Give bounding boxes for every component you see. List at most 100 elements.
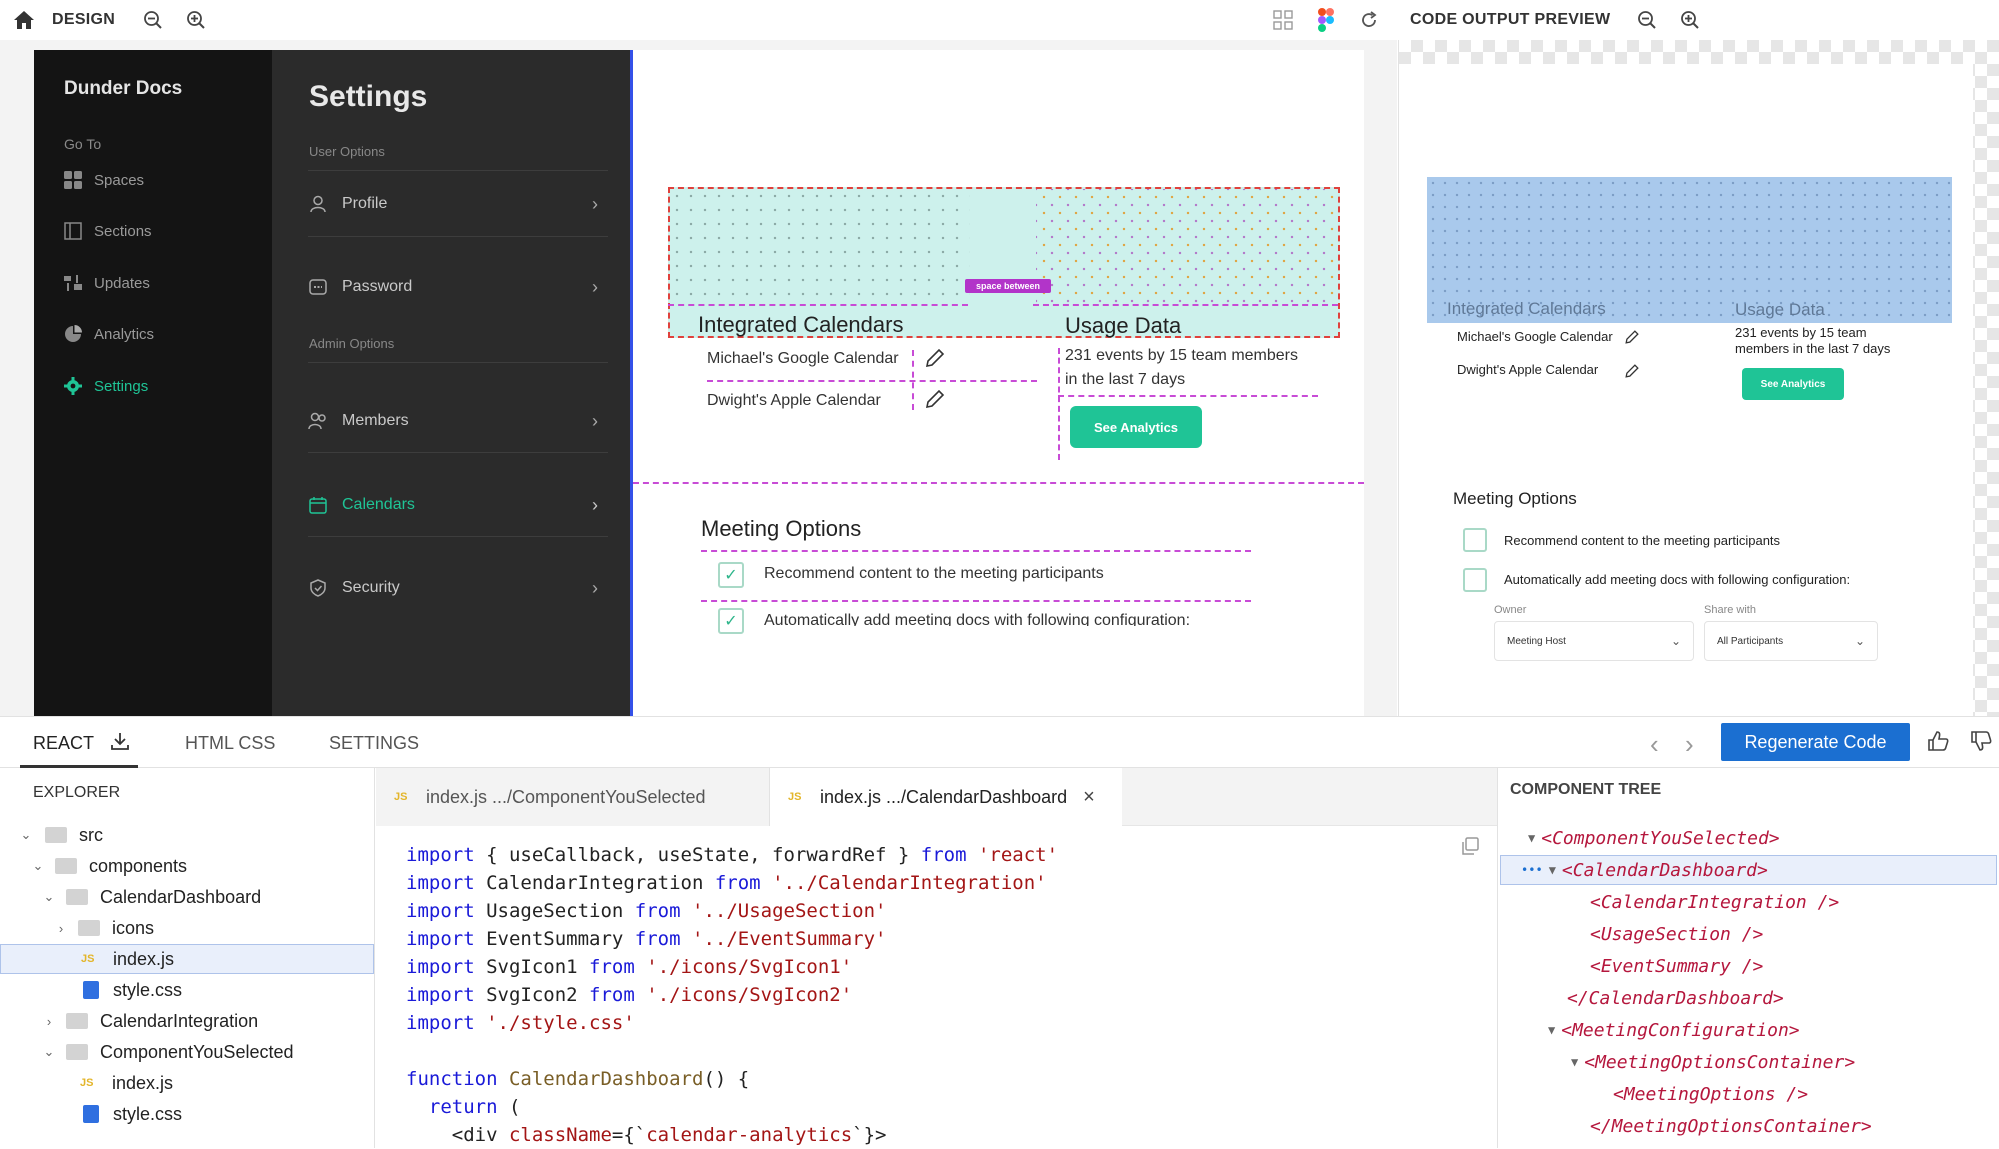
updates-icon (64, 274, 82, 292)
owner-select: Meeting Host ⌄ (1494, 621, 1694, 661)
layout-grid-icon[interactable] (1269, 6, 1297, 34)
preview-zoom-out-icon[interactable] (1633, 6, 1661, 34)
thumbs-up-icon[interactable] (1927, 730, 1949, 757)
shield-icon (308, 578, 328, 598)
settings-row-calendars[interactable]: Calendars › (308, 490, 598, 520)
preview-pencil-icon (1624, 363, 1640, 384)
previous-arrow-icon[interactable]: ‹ (1650, 729, 1659, 759)
tree-node[interactable]: ▼<MeetingConfiguration> (1548, 1015, 1800, 1045)
tree-node[interactable]: ▼<ComponentYouSelected> (1528, 823, 1780, 853)
tree-node-selected[interactable]: •••▼<CalendarDashboard> (1500, 855, 1997, 885)
folder-label: ComponentYouSelected (100, 1041, 294, 1062)
user-options-label: User Options (309, 144, 385, 159)
divider (308, 536, 608, 537)
zoom-out-icon[interactable] (139, 6, 167, 34)
guide-line (707, 380, 1037, 382)
divider (308, 170, 608, 171)
recommend-checkbox[interactable]: ✓ (718, 562, 744, 588)
copy-icon[interactable] (1460, 836, 1480, 861)
gear-icon (64, 377, 82, 395)
pie-chart-icon (64, 325, 82, 343)
regenerate-code-button[interactable]: Regenerate Code (1721, 723, 1910, 761)
component-tree: COMPONENT TREE ▼<ComponentYouSelected> •… (1497, 768, 1999, 1148)
space-between-badge: space between (965, 279, 1051, 293)
figma-icon[interactable] (1312, 6, 1340, 34)
chevron-down-icon: ⌄ (43, 1044, 55, 1059)
settings-row-label: Security (342, 579, 400, 596)
nav-item-updates[interactable]: Updates (64, 271, 150, 295)
design-canvas[interactable]: Dunder Docs Go To Spaces Sections Update… (0, 40, 1397, 716)
tree-file-style-css[interactable]: style.css (0, 1099, 374, 1129)
settings-panel: Settings User Options Profile › Password… (272, 50, 630, 716)
pencil-icon[interactable] (924, 388, 946, 415)
folder-icon (78, 920, 100, 936)
code-line: import './style.css' (406, 1012, 635, 1034)
tree-node[interactable]: <CalendarIntegration /> (1590, 887, 1839, 917)
preview-zoom-in-icon[interactable] (1676, 6, 1704, 34)
tree-node[interactable]: <MeetingOptions /> (1613, 1079, 1808, 1109)
settings-row-password[interactable]: Password › (308, 272, 598, 302)
tab-html-css[interactable]: HTML CSS (185, 733, 276, 753)
next-arrow-icon[interactable]: › (1685, 729, 1694, 759)
nav-item-sections[interactable]: Sections (64, 219, 152, 243)
tree-node[interactable]: ▼<MeetingOptionsContainer> (1571, 1047, 1855, 1077)
tree-folder-src[interactable]: ⌄src (0, 820, 374, 850)
code-output-preview: Integrated Calendars Usage Data Michael'… (1398, 40, 1999, 716)
tree-folder-components[interactable]: ⌄components (0, 851, 374, 881)
nav-item-analytics[interactable]: Analytics (64, 322, 154, 346)
tree-folder-calendardashboard[interactable]: ⌄CalendarDashboard (0, 882, 374, 912)
tree-file-style-css[interactable]: style.css (0, 975, 374, 1005)
usage-text-line2: in the last 7 days (1065, 371, 1186, 388)
thumbs-down-icon[interactable] (1970, 730, 1992, 757)
code-output-preview-label: CODE OUTPUT PREVIEW (1410, 11, 1611, 28)
file-label: style.css (113, 979, 183, 1000)
tree-folder-icons[interactable]: ›icons (0, 913, 374, 943)
preview-card-pattern (1427, 177, 1952, 323)
folder-icon (45, 827, 67, 843)
selected-component-canvas[interactable]: space between Integrated Calendars Usage… (630, 50, 1364, 716)
user-icon (308, 194, 328, 214)
option-label: Recommend content to the meeting partici… (764, 565, 1104, 582)
tree-node-label: </CalendarDashboard> (1567, 987, 1784, 1009)
tree-node-label: <ComponentYouSelected> (1541, 827, 1780, 849)
nav-item-spaces[interactable]: Spaces (64, 168, 144, 192)
tree-node[interactable]: <UsageSection /> (1590, 919, 1763, 949)
download-icon[interactable] (110, 731, 130, 756)
tab-settings[interactable]: SETTINGS (329, 733, 420, 753)
pencil-icon[interactable] (924, 347, 946, 374)
share-with-select: All Participants ⌄ (1704, 621, 1878, 661)
code-line: function CalendarDashboard() { (406, 1068, 750, 1090)
preview-meeting-options-title: Meeting Options (1453, 489, 1577, 508)
zoom-in-icon[interactable] (182, 6, 210, 34)
preview-usage-text-line2: members in the last 7 days (1735, 341, 1891, 356)
editor-tab-label: index.js .../ComponentYouSelected (426, 786, 706, 807)
folder-label: src (79, 824, 103, 845)
see-analytics-button[interactable]: See Analytics (1070, 406, 1202, 448)
code-line: import SvgIcon2 from './icons/SvgIcon2' (406, 984, 853, 1006)
preview-option-label: Recommend content to the meeting partici… (1504, 533, 1781, 548)
settings-row-profile[interactable]: Profile › (308, 189, 598, 219)
preview-checkbox (1463, 528, 1487, 552)
more-icon[interactable]: ••• (1521, 863, 1543, 877)
tab-react[interactable]: REACT (33, 733, 95, 753)
settings-row-members[interactable]: Members › (308, 406, 598, 436)
preview-see-analytics-button: See Analytics (1742, 368, 1844, 400)
tree-node-label: <MeetingOptions /> (1613, 1083, 1809, 1105)
auto-add-checkbox[interactable]: ✓ (718, 608, 744, 634)
tree-folder-componentyouselected[interactable]: ⌄ ComponentYouSelected (0, 1037, 374, 1067)
settings-row-security[interactable]: Security › (308, 573, 598, 603)
home-icon[interactable] (10, 6, 38, 34)
nav-item-settings[interactable]: Settings (64, 374, 148, 398)
calendar-dashboard-card[interactable]: space between (668, 187, 1340, 338)
tree-node: </CalendarDashboard> (1567, 983, 1784, 1013)
tree-node[interactable]: <EventSummary /> (1590, 951, 1763, 981)
tree-folder-calendarintegration[interactable]: ›CalendarIntegration (0, 1006, 374, 1036)
refresh-icon[interactable] (1355, 6, 1383, 34)
owner-label: Owner (1494, 604, 1527, 616)
close-icon[interactable]: × (1083, 785, 1095, 808)
